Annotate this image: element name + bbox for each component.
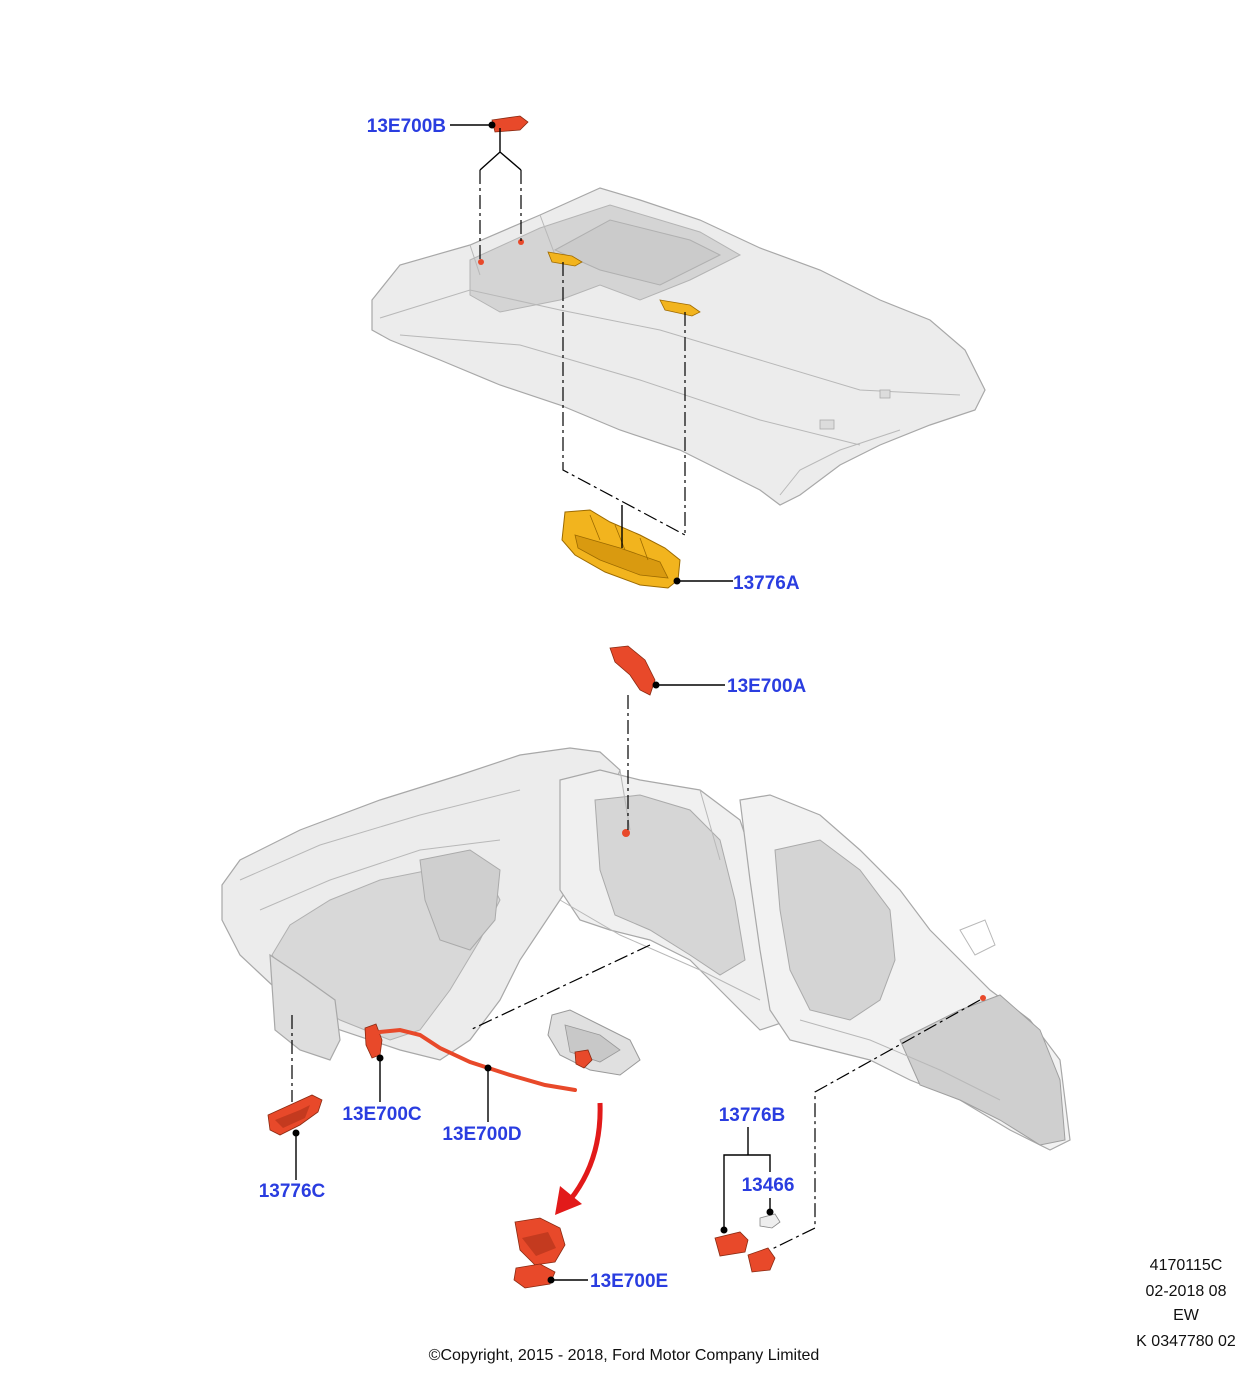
callout-13E700A: 13E700A [727, 676, 807, 697]
drawing-info-block: 4170115C 02-2018 08 EW K 0347780 02 [1136, 1257, 1236, 1350]
headliner-panel [371, 187, 986, 506]
part-13E700A [609, 645, 656, 696]
drawing-region: EW [1173, 1307, 1200, 1324]
callout-labels: 13E700B 13776A 13E700A 13E700C 13E700D 1… [259, 116, 807, 1292]
callout-13776A: 13776A [733, 573, 800, 594]
callout-13E700E: 13E700E [590, 1271, 668, 1292]
callout-13776C: 13776C [259, 1181, 326, 1202]
red-parts [267, 645, 986, 1289]
headliner-clip-marks [478, 239, 701, 317]
part-13E700B [491, 115, 529, 133]
part-13466-bulb [759, 1213, 781, 1229]
callout-13776B: 13776B [719, 1105, 786, 1126]
callout-13E700C: 13E700C [342, 1104, 422, 1125]
callout-13466: 13466 [742, 1175, 795, 1196]
leader-lines [292, 121, 774, 1284]
callout-13E700D: 13E700D [442, 1124, 521, 1145]
copyright-notice: ©Copyright, 2015 - 2018, Ford Motor Comp… [429, 1347, 820, 1364]
drawing-reference: K 0347780 02 [1136, 1333, 1236, 1350]
callout-13E700B: 13E700B [367, 116, 446, 137]
part-13776A-console [561, 509, 681, 589]
drawing-date: 02-2018 08 [1146, 1283, 1227, 1300]
part-13776B [714, 1231, 749, 1257]
part-13E700D-harness [378, 1027, 577, 1092]
drawing-number: 4170115C [1150, 1257, 1223, 1274]
interior-body [221, 747, 1071, 1151]
relocation-arrow [555, 1102, 603, 1215]
assembly-lines [291, 170, 981, 1251]
